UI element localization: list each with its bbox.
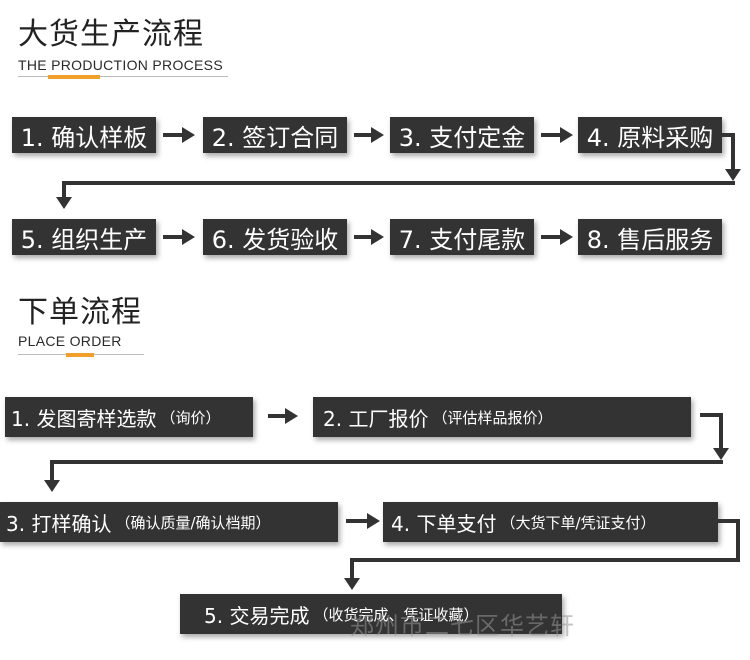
production-title: 大货生产流程 bbox=[18, 17, 204, 52]
order-step-label: 4. 下单支付 bbox=[391, 511, 497, 536]
order-step-note: （大货下单/凭证支付） bbox=[500, 513, 656, 532]
order-step-3: 3. 打样确认（确认质量/确认档期） bbox=[0, 502, 338, 542]
order-step-2: 2. 工厂报价（评估样品报价） bbox=[313, 397, 691, 437]
connector-line bbox=[350, 558, 354, 580]
arrow-right-icon bbox=[163, 127, 195, 143]
connector-line bbox=[50, 460, 723, 464]
order-step-4: 4. 下单支付（大货下单/凭证支付） bbox=[383, 502, 718, 542]
connector-line bbox=[731, 133, 735, 169]
production-step-7: 7. 支付尾款 bbox=[390, 219, 534, 255]
connector-line bbox=[718, 519, 740, 523]
connector-line bbox=[719, 413, 723, 448]
production-step-6: 6. 发货验收 bbox=[203, 219, 347, 255]
order-step-label: 2. 工厂报价 bbox=[323, 406, 429, 431]
arrow-right-icon bbox=[354, 229, 384, 245]
arrow-right-icon bbox=[346, 513, 380, 529]
production-step-1: 1. 确认样板 bbox=[12, 117, 156, 153]
production-accent-bar bbox=[48, 75, 100, 79]
order-subtitle: PLACE ORDER bbox=[18, 333, 122, 349]
production-step-5: 5. 组织生产 bbox=[12, 219, 156, 255]
order-step-note: （询价） bbox=[160, 408, 221, 427]
connector-line bbox=[62, 181, 66, 197]
order-step-note: （收货完成、凭证收藏） bbox=[313, 605, 479, 624]
arrow-right-icon bbox=[354, 127, 384, 143]
arrow-right-icon bbox=[268, 408, 298, 424]
order-step-5: 5. 交易完成（收货完成、凭证收藏） bbox=[180, 594, 562, 634]
watermark-text: 郑州市二七区华艺轩 bbox=[350, 612, 575, 640]
production-step-3: 3. 支付定金 bbox=[390, 117, 534, 153]
production-step-2: 2. 签订合同 bbox=[203, 117, 347, 153]
connector-line bbox=[350, 558, 740, 562]
production-step-4: 4. 原料采购 bbox=[578, 117, 722, 153]
order-step-label: 3. 打样确认 bbox=[6, 511, 112, 536]
arrow-down-icon bbox=[344, 578, 360, 590]
order-step-label: 5. 交易完成 bbox=[204, 603, 310, 628]
production-rule bbox=[18, 76, 228, 77]
arrow-right-icon bbox=[541, 229, 573, 245]
production-subtitle: THE PRODUCTION PROCESS bbox=[18, 57, 223, 73]
arrow-down-icon bbox=[44, 480, 60, 492]
order-step-note: （评估样品报价） bbox=[432, 408, 553, 427]
arrow-right-icon bbox=[163, 229, 195, 245]
arrow-right-icon bbox=[541, 127, 573, 143]
production-step-8: 8. 售后服务 bbox=[578, 219, 722, 255]
order-step-note: （确认质量/确认档期） bbox=[115, 513, 271, 532]
connector-line bbox=[62, 181, 735, 185]
connector-line bbox=[722, 133, 735, 137]
order-accent-bar bbox=[66, 353, 94, 357]
connector-line bbox=[700, 413, 723, 417]
arrow-down-icon bbox=[56, 197, 72, 209]
arrow-down-icon bbox=[713, 448, 729, 460]
order-step-label: 1. 发图寄样选款 bbox=[11, 406, 157, 431]
connector-line bbox=[50, 460, 54, 480]
order-step-1: 1. 发图寄样选款（询价） bbox=[5, 397, 253, 437]
order-title: 下单流程 bbox=[18, 295, 142, 330]
connector-line bbox=[736, 519, 740, 562]
arrow-down-icon bbox=[725, 169, 741, 181]
